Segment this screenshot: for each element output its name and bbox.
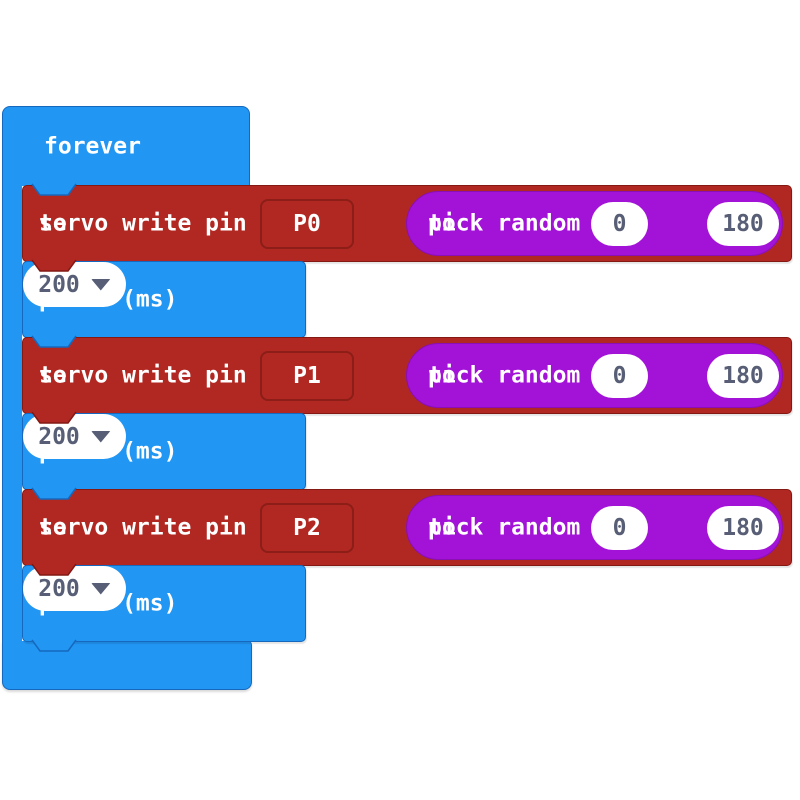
pause-label: pause (ms) [39, 438, 178, 464]
to-label: to [428, 514, 456, 540]
random-min-value: 0 [612, 211, 627, 237]
forever-block-spine[interactable] [2, 185, 22, 641]
pin-field-p0[interactable]: P0 [260, 199, 354, 249]
servo-write-label: servo write pin [39, 210, 247, 236]
forever-label: forever [44, 133, 141, 159]
forever-block-bottom[interactable] [2, 641, 252, 690]
pick-random-block-3[interactable]: pick random 0 to 180 [406, 495, 783, 560]
to-label: to [39, 210, 67, 236]
pause-duration-value: 200 [38, 575, 80, 602]
to-label: to [428, 210, 456, 236]
to-label: to [39, 362, 67, 388]
pause-block-3[interactable]: pause (ms) 200 [22, 565, 306, 642]
random-min-field[interactable]: 0 [591, 202, 648, 246]
random-max-value: 180 [722, 363, 764, 389]
pin-field-p1[interactable]: P1 [260, 351, 354, 401]
pause-label: pause (ms) [39, 590, 178, 616]
random-max-value: 180 [722, 515, 764, 541]
servo-write-label: servo write pin [39, 362, 247, 388]
pick-random-block-1[interactable]: pick random 0 to 180 [406, 191, 783, 256]
pause-block-1[interactable]: pause (ms) 200 [22, 261, 306, 338]
servo-write-block-2[interactable]: servo write pin P1 to pick random 0 to 1… [22, 337, 792, 414]
random-max-field[interactable]: 180 [707, 506, 779, 550]
to-label: to [39, 514, 67, 540]
pick-random-label: pick random [428, 210, 581, 236]
pick-random-label: pick random [428, 362, 581, 388]
random-max-field[interactable]: 180 [707, 354, 779, 398]
pin-field-p2[interactable]: P2 [260, 503, 354, 553]
random-max-field[interactable]: 180 [707, 202, 779, 246]
forever-block-header[interactable]: forever [2, 106, 250, 186]
pick-random-label: pick random [428, 514, 581, 540]
random-min-field[interactable]: 0 [591, 506, 648, 550]
random-min-field[interactable]: 0 [591, 354, 648, 398]
pin-field-value: P2 [293, 515, 321, 541]
pin-field-value: P1 [293, 363, 321, 389]
pause-duration-value: 200 [38, 423, 80, 450]
to-label: to [428, 362, 456, 388]
pause-label: pause (ms) [39, 286, 178, 312]
random-min-value: 0 [612, 515, 627, 541]
pause-block-2[interactable]: pause (ms) 200 [22, 413, 306, 490]
pause-duration-value: 200 [38, 271, 80, 298]
servo-write-block-1[interactable]: servo write pin P0 to pick random 0 to 1… [22, 185, 792, 262]
servo-write-label: servo write pin [39, 514, 247, 540]
servo-write-block-3[interactable]: servo write pin P2 to pick random 0 to 1… [22, 489, 792, 566]
random-max-value: 180 [722, 211, 764, 237]
pick-random-block-2[interactable]: pick random 0 to 180 [406, 343, 783, 408]
random-min-value: 0 [612, 363, 627, 389]
pin-field-value: P0 [293, 211, 321, 237]
